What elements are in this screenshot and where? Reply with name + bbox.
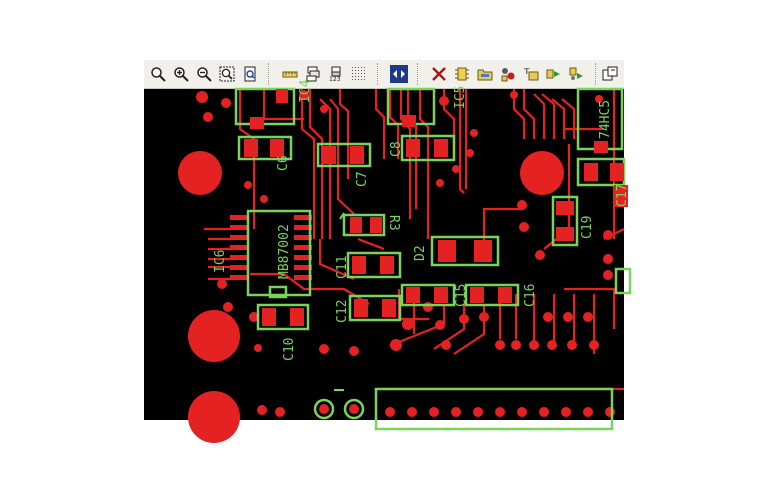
- label-c17: C17: [615, 184, 630, 207]
- label-ic5: IC5: [453, 86, 468, 109]
- label-c6: C6: [276, 155, 291, 171]
- label-c12: C12: [335, 300, 350, 323]
- components: [234, 87, 632, 431]
- toolbar-separator: [377, 63, 378, 85]
- copy-window-button[interactable]: [600, 64, 620, 84]
- label-c15: C15: [454, 284, 469, 307]
- label-c16: C16: [523, 284, 538, 307]
- route-forward-icon: [546, 69, 560, 79]
- zoom-page-button[interactable]: [240, 64, 260, 84]
- zoom-button[interactable]: [148, 64, 168, 84]
- component-icon: [455, 67, 469, 81]
- delete-button[interactable]: [429, 64, 449, 84]
- svg-text:123: 123: [329, 76, 341, 83]
- zoom-out-button[interactable]: [194, 64, 214, 84]
- numbered-layers-button[interactable]: 123: [326, 64, 346, 84]
- zoom-fit-button[interactable]: [217, 64, 237, 84]
- route-reverse-button[interactable]: [567, 64, 587, 84]
- svg-text:T: T: [524, 67, 530, 76]
- layer-stack-icon: [306, 66, 320, 82]
- flip-board-icon: [390, 65, 408, 83]
- zoom-icon: [151, 67, 166, 82]
- pcb-canvas[interactable]: IC4 IC5 74HC5 C6 C7 C8 IC6 MB87002 R3 D2…: [144, 79, 632, 443]
- flip-board-button[interactable]: [389, 64, 409, 84]
- net-button[interactable]: [498, 64, 518, 84]
- zoom-out-icon: [197, 67, 212, 82]
- label-c11: C11: [335, 256, 350, 279]
- label-c8: C8: [389, 141, 404, 157]
- delete-icon: [432, 67, 446, 81]
- label-ic4: IC4: [298, 79, 313, 103]
- ruler-button[interactable]: [280, 64, 300, 84]
- ruler-icon: [282, 71, 298, 78]
- label-r3: R3: [386, 215, 401, 231]
- component-button[interactable]: [452, 64, 472, 84]
- numbered-layers-icon: 123: [329, 66, 341, 83]
- label-mb87002: MB87002: [277, 224, 292, 279]
- label-ic6: IC6: [213, 250, 228, 273]
- toolbar-separator: [268, 63, 269, 85]
- grid-button[interactable]: [349, 64, 369, 84]
- copy-window-icon: [602, 66, 618, 81]
- route-reverse-icon: [569, 67, 583, 80]
- label-c19: C19: [580, 216, 595, 239]
- open-folder-icon: [477, 69, 493, 81]
- toolbar: 123: [144, 60, 624, 89]
- pcb-viewer-window: 123: [144, 60, 632, 443]
- copper-pads: [178, 90, 615, 443]
- zoom-in-icon: [174, 67, 189, 82]
- label-74hc5: 74HC5: [598, 100, 613, 139]
- label-c10: C10: [282, 338, 297, 361]
- open-folder-button[interactable]: [475, 64, 495, 84]
- grid-icon: [352, 67, 365, 80]
- layer-stack-button[interactable]: [303, 64, 323, 84]
- label-c7: C7: [355, 171, 370, 187]
- net-icon: [501, 68, 515, 82]
- zoom-fit-icon: [219, 66, 235, 82]
- toolbar-separator: [595, 63, 596, 85]
- zoom-page-icon: [244, 66, 256, 82]
- toolbar-separator: [417, 63, 418, 85]
- route-forward-button[interactable]: [544, 64, 564, 84]
- text-tool-button[interactable]: T: [521, 64, 541, 84]
- pcb-board-view: IC4 IC5 74HC5 C6 C7 C8 IC6 MB87002 R3 D2…: [144, 79, 632, 443]
- zoom-in-button[interactable]: [171, 64, 191, 84]
- silkscreen-labels: IC4 IC5 74HC5 C6 C7 C8 IC6 MB87002 R3 D2…: [213, 79, 630, 361]
- label-d2: D2: [413, 245, 428, 261]
- text-tool-icon: T: [524, 67, 539, 81]
